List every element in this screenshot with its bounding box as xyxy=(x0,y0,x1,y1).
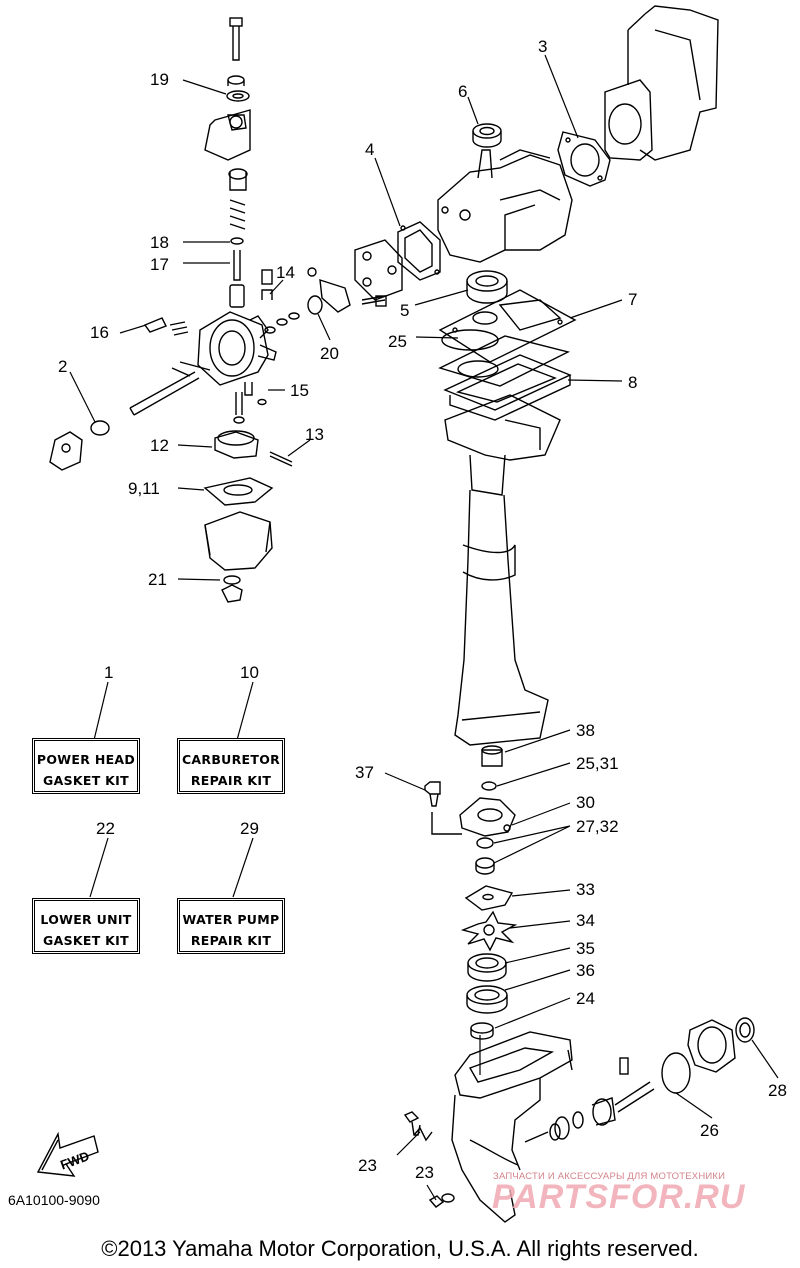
kit-power-head-line1: POWER HEAD xyxy=(36,752,136,767)
callout-23: 23 xyxy=(415,1163,434,1182)
cylinder-block-drawing xyxy=(437,149,573,263)
callout-29: 29 xyxy=(240,819,259,838)
callout-18: 18 xyxy=(150,233,169,252)
copyright-notice: ©2013 Yamaha Motor Corporation, U.S.A. A… xyxy=(101,1236,699,1261)
callout-21: 21 xyxy=(148,570,167,589)
watermark-brand: PARTSFOR.RU xyxy=(492,1178,746,1216)
kit-box-carburetor: CARBURETOR REPAIR KIT xyxy=(177,738,285,794)
oil-seal-6-drawing xyxy=(472,123,502,148)
leader-lines xyxy=(69,54,779,1201)
kit-box-lower-unit: LOWER UNIT GASKET KIT xyxy=(32,898,140,954)
kit-water-pump-line2: REPAIR KIT xyxy=(190,933,272,948)
kit-box-water-pump: WATER PUMP REPAIR KIT xyxy=(177,898,285,954)
gasket-3-drawing xyxy=(557,131,611,187)
callout-34: 34 xyxy=(576,911,595,930)
reed-valve-drawing xyxy=(354,221,441,307)
exhaust-guide-drawing xyxy=(444,394,561,496)
callout-20: 20 xyxy=(320,344,339,363)
callout-26: 26 xyxy=(700,1121,719,1140)
callout-10: 10 xyxy=(240,663,259,682)
bearing-5-drawing xyxy=(466,270,508,304)
lower-unit-drawing xyxy=(451,1031,573,1223)
callout-12: 12 xyxy=(150,436,169,455)
callout-4: 4 xyxy=(365,140,374,159)
gasket-25-drawing xyxy=(441,329,499,351)
callout-38: 38 xyxy=(576,721,595,740)
callout-6: 6 xyxy=(458,82,467,101)
fwd-arrow-icon xyxy=(36,1131,99,1177)
callout-24: 24 xyxy=(576,989,595,1008)
callout-22: 22 xyxy=(96,819,115,838)
propeller-shaft-parts-drawing xyxy=(403,1017,755,1208)
fwd-label: FWD xyxy=(58,1148,91,1172)
kit-carburetor-line2: REPAIR KIT xyxy=(190,773,272,788)
callout-9-11: 9,11 xyxy=(128,479,160,498)
callout-8: 8 xyxy=(628,373,637,392)
callout-33: 33 xyxy=(576,880,595,899)
callout-35: 35 xyxy=(576,939,595,958)
kit-power-head-line2: GASKET KIT xyxy=(43,773,129,788)
callout-labels: 19 6 3 4 18 17 14 5 7 25 16 20 2 15 8 13… xyxy=(58,37,787,1182)
water-pump-parts-drawing xyxy=(424,745,518,1040)
kit-water-pump-line1: WATER PUMP xyxy=(182,912,280,927)
callout-19: 19 xyxy=(150,70,169,89)
kit-carburetor-line1: CARBURETOR xyxy=(181,752,281,767)
callout-14: 14 xyxy=(276,263,295,282)
kit-box-power-head: POWER HEAD GASKET KIT xyxy=(32,738,140,794)
callout-3: 3 xyxy=(538,37,547,56)
callout-7: 7 xyxy=(628,290,637,309)
callout-25: 25 xyxy=(388,332,407,351)
callout-17: 17 xyxy=(150,255,169,274)
kit-lower-unit-line1: LOWER UNIT xyxy=(40,912,132,927)
watermark-tagline: ЗАПЧАСТИ И АКСЕССУАРЫ ДЛЯ МОТОТЕХНИКИ xyxy=(493,1171,726,1182)
part-number: 6A10100-9090 xyxy=(8,1192,100,1208)
callout-13: 13 xyxy=(305,425,324,444)
callout-28: 28 xyxy=(768,1081,787,1100)
callout-27-32: 27,32 xyxy=(576,817,619,836)
callout-1: 1 xyxy=(104,663,113,682)
callout-30: 30 xyxy=(576,793,595,812)
callout-25-31: 25,31 xyxy=(576,754,619,773)
carburetor-parts-drawing xyxy=(49,17,351,603)
gasket-8-drawing xyxy=(443,354,572,421)
kit-lower-unit-line2: GASKET KIT xyxy=(43,933,129,948)
callout-15: 15 xyxy=(290,381,309,400)
driveshaft-housing-drawing xyxy=(454,489,549,746)
callout-16: 16 xyxy=(90,323,109,342)
gasket-7-drawing xyxy=(438,289,577,363)
callout-23: 23 xyxy=(358,1156,377,1175)
callout-2: 2 xyxy=(58,357,67,376)
crankcase-drawing xyxy=(604,5,719,161)
plate-drawing xyxy=(438,335,570,387)
callout-5: 5 xyxy=(400,301,409,320)
callout-37: 37 xyxy=(355,763,374,782)
callout-36: 36 xyxy=(576,961,595,980)
